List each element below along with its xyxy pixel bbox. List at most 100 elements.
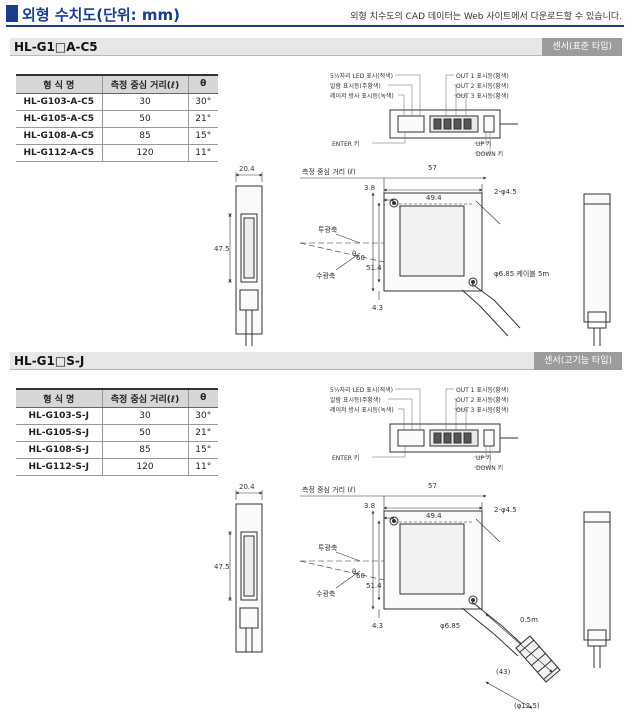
header-distance: 측정 중심 거리(ℓ) — [101, 388, 188, 408]
dim-side-width: 20.4 — [239, 165, 255, 173]
label-emitter: 투광축 — [318, 225, 338, 234]
callout-alarm: 알람 표시등(주황색) — [330, 396, 381, 404]
label-cable: φ6.85 케이블 5m — [494, 269, 549, 278]
dim-side-width: 20.4 — [239, 483, 255, 491]
table-row: HL-G112-A-C5 120 11° — [16, 144, 218, 162]
dim-holes: 2-φ4.5 — [494, 506, 517, 514]
callout-leaders — [372, 74, 491, 154]
table-row: HL-G103-A-C5 30 30° — [16, 93, 218, 111]
main-dims — [299, 176, 501, 300]
callout-leaders — [372, 388, 491, 468]
cell-distance: 30 — [101, 407, 188, 425]
header-theta: θ — [187, 74, 218, 94]
label-cable-dia: φ6.85 — [440, 622, 460, 630]
title-marker — [6, 5, 18, 22]
callout-enter: ENTER 키 — [332, 454, 359, 462]
side-view — [235, 503, 263, 653]
cell-theta: 15° — [187, 441, 218, 459]
dim-measure-distance: 측정 중심 거리 (ℓ) — [302, 167, 356, 176]
dim-measure-distance: 측정 중심 거리 (ℓ) — [302, 485, 356, 494]
cell-model: HL-G103-S-J — [16, 407, 102, 425]
label-receiver: 수광축 — [316, 271, 336, 280]
cell-model: HL-G105-S-J — [16, 424, 102, 442]
front-panel-view — [389, 423, 518, 453]
dim-49-4: 49.4 — [426, 512, 442, 520]
callout-out3: OUT 3 표시등(황색) — [456, 406, 509, 414]
cell-theta: 21° — [187, 424, 218, 442]
dim-49-4: 49.4 — [426, 194, 442, 202]
front-callouts: 5½자리 LED 표시(적색) 알람 표시등(주황색) 레이저 방사 표시등(녹… — [330, 72, 509, 158]
callout-laser: 레이저 방사 표시등(녹색) — [330, 92, 394, 100]
cell-theta: 15° — [187, 127, 218, 145]
label-emitter: 투광축 — [318, 543, 338, 552]
model-title: HL-G1□A-C5 — [14, 40, 98, 54]
main-dims — [299, 494, 553, 709]
cell-model: HL-G103-A-C5 — [16, 93, 102, 111]
table-row: HL-G103-S-J 30 30° — [16, 407, 218, 425]
table-row: HL-G105-S-J 50 21° — [16, 424, 218, 442]
cell-theta: 11° — [187, 458, 218, 476]
dim-60: 60 — [356, 254, 365, 262]
front-callouts: 5½자리 LED 표시(적색) 알람 표시등(주황색) 레이저 방사 표시등(녹… — [330, 386, 509, 472]
label-connector-dia: (φ12.5) — [514, 702, 540, 710]
cell-model: HL-G108-S-J — [16, 441, 102, 459]
table-row: HL-G112-S-J 120 11° — [16, 458, 218, 476]
callout-out2: OUT 2 표시등(황색) — [456, 396, 509, 404]
connector — [515, 635, 561, 683]
callout-down: DOWN 키 — [476, 150, 503, 158]
cell-theta: 11° — [187, 144, 218, 162]
side-dims — [228, 490, 263, 601]
dim-3-8: 3.8 — [364, 502, 375, 510]
dim-4-3: 4.3 — [372, 304, 383, 312]
callout-up: UP 키 — [476, 454, 491, 462]
header-model: 형 식 명 — [16, 388, 102, 408]
label-connector-len: (43) — [496, 668, 511, 676]
dim-3-8: 3.8 — [364, 184, 375, 192]
type-badge: 센서(고기능 타입) — [534, 352, 622, 370]
side-view — [235, 185, 263, 346]
callout-up: UP 키 — [476, 140, 491, 148]
cell-theta: 30° — [187, 407, 218, 425]
side-dims — [228, 172, 263, 283]
right-side-view — [583, 193, 611, 346]
cell-distance: 120 — [101, 144, 188, 162]
cell-distance: 120 — [101, 458, 188, 476]
section-high-function: HL-G1□S-J 센서(고기능 타입) 형 식 명 측정 중심 거리(ℓ) θ… — [0, 352, 628, 714]
callout-laser: 레이저 방사 표시등(녹색) — [330, 406, 394, 414]
label-theta: θ — [352, 568, 356, 576]
callout-alarm: 알람 표시등(주황색) — [330, 82, 381, 90]
cell-distance: 50 — [101, 424, 188, 442]
label-cable-len: 0.5m — [520, 616, 538, 624]
header-rule — [6, 25, 624, 27]
main-dim-labels: 측정 중심 거리 (ℓ) 57 3.8 49.4 2-φ4.5 투광축 수광축 … — [302, 482, 540, 710]
spec-table: 형 식 명 측정 중심 거리(ℓ) θ HL-G103-A-C5 30 30° … — [16, 74, 218, 162]
main-face-view — [383, 192, 521, 337]
callout-out1: OUT 1 표시등(황색) — [456, 386, 509, 394]
header-model: 형 식 명 — [16, 74, 102, 94]
callout-out3: OUT 3 표시등(황색) — [456, 92, 509, 100]
cell-distance: 85 — [101, 441, 188, 459]
dim-side-height: 47.5 — [214, 245, 230, 253]
dimension-drawing: 5½자리 LED 표시(적색) 알람 표시등(주황색) 레이저 방사 표시등(녹… — [214, 72, 611, 346]
dim-width-57: 57 — [428, 482, 437, 490]
section-bar: HL-G1□S-J 센서(고기능 타입) — [10, 352, 622, 370]
header-theta: θ — [187, 388, 218, 408]
table-row: HL-G105-A-C5 50 21° — [16, 110, 218, 128]
dim-51-4: 51.4 — [366, 264, 382, 272]
page-header: 외형 수치도(단위: mm) 외형 치수도의 CAD 데이터는 Web 사이트에… — [0, 0, 628, 28]
cell-model: HL-G108-A-C5 — [16, 127, 102, 145]
table-row: HL-G108-S-J 85 15° — [16, 441, 218, 459]
callout-out2: OUT 2 표시등(황색) — [456, 82, 509, 90]
callout-enter: ENTER 키 — [332, 140, 359, 148]
model-title: HL-G1□S-J — [14, 354, 85, 368]
section-standard: HL-G1□A-C5 센서(표준 타입) 형 식 명 측정 중심 거리(ℓ) θ… — [0, 38, 628, 348]
spec-table: 형 식 명 측정 중심 거리(ℓ) θ HL-G103-S-J 30 30° H… — [16, 388, 218, 476]
table-header-row: 형 식 명 측정 중심 거리(ℓ) θ — [16, 74, 218, 94]
section-bar: HL-G1□A-C5 센서(표준 타입) — [10, 38, 622, 56]
label-receiver: 수광축 — [316, 589, 336, 598]
cell-distance: 30 — [101, 93, 188, 111]
label-theta: θ — [352, 250, 356, 258]
cell-model: HL-G112-S-J — [16, 458, 102, 476]
table-row: HL-G108-A-C5 85 15° — [16, 127, 218, 145]
page-title: 외형 수치도(단위: mm) — [22, 6, 181, 24]
